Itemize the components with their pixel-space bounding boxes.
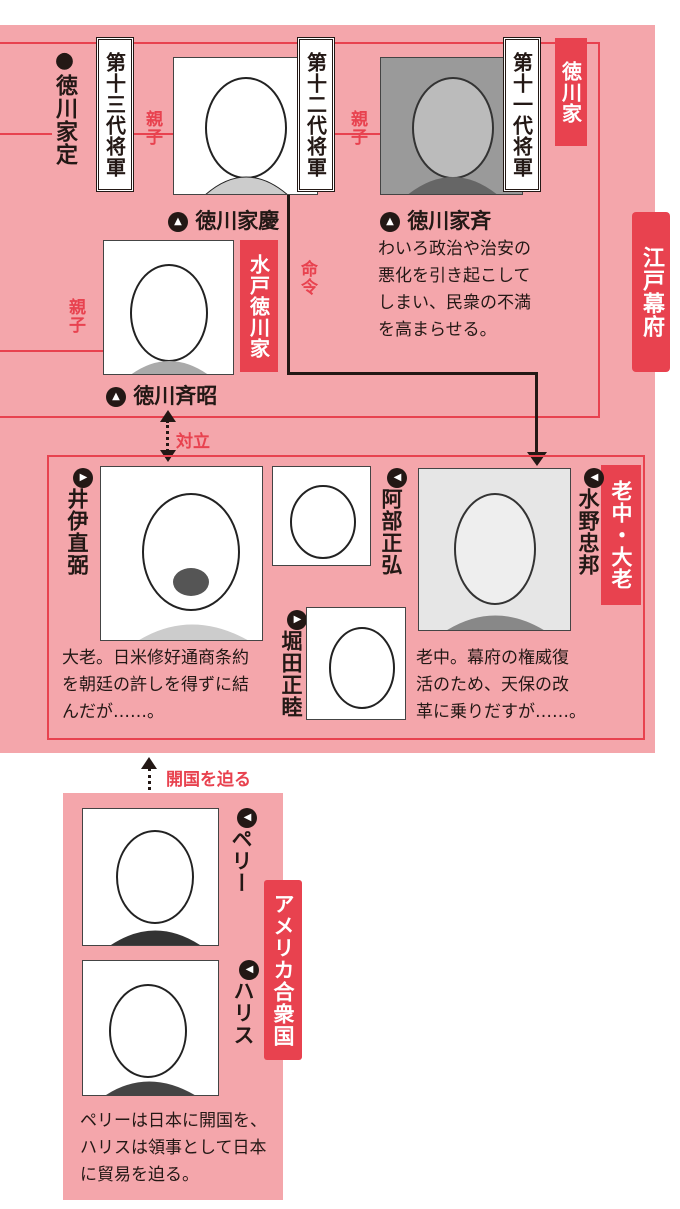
nariaki-portrait [103, 240, 234, 375]
perry-name: ◀ペリー [226, 808, 257, 894]
usa-description: ペリーは日本に開国を、 ハリスは領事として日本 に貿易を迫る。 [80, 1111, 267, 1185]
pressure-line [148, 768, 151, 808]
triangle-up-icon: ▲ [380, 212, 400, 232]
triangle-left-icon: ◀ [239, 960, 259, 980]
mizuno-tadakuni-name: ◀水野忠邦 [573, 468, 604, 576]
portrait-face-icon [111, 830, 200, 945]
portrait-face-icon [408, 77, 497, 194]
parent-child-line-4 [0, 350, 104, 352]
ienari-description: わいろ政治や治安の 悪化を引き起こして しまい、民衆の不満 を高まらせる。 [378, 239, 531, 340]
abe-masahiro-portrait [272, 466, 371, 566]
roju-tairo-label: 老中・大老 [601, 465, 641, 605]
hotta-masayoshi-portrait [306, 607, 406, 720]
perry-portrait [82, 808, 219, 946]
shogun-iesada-name: ●徳川家定 [52, 48, 77, 166]
ieyoshi-portrait [173, 57, 318, 195]
harris-name: ◀ハリス [228, 960, 259, 1046]
triangle-left-icon: ◀ [387, 468, 407, 488]
portrait-face-icon [130, 264, 208, 374]
family-line-right [598, 42, 600, 417]
ii-naosuke-name: ▶井伊直弼 [62, 468, 93, 576]
parent-child-label: 親子 [142, 110, 162, 146]
parent-child-label: 親子 [347, 110, 367, 146]
nariaki-name: ▲ 徳川斉昭 [106, 380, 217, 410]
triangle-right-icon: ▶ [287, 610, 307, 630]
triangle-up-icon: ▲ [106, 387, 126, 407]
shogun-11-rank: 第十一代将軍 [503, 37, 541, 192]
command-line-horizontal [287, 372, 538, 375]
command-label: 命令 [297, 260, 317, 296]
triangle-right-icon: ▶ [73, 468, 93, 488]
parent-child-line-2 [134, 133, 174, 135]
portrait-face-icon [447, 493, 544, 630]
tokugawa-family-label: 徳川家 [555, 38, 587, 146]
ieyoshi-name: ▲ 徳川家慶 [168, 205, 279, 235]
edo-shogunate-label: 江戸幕府 [632, 212, 670, 372]
portrait-face-icon [290, 485, 356, 559]
mito-tokugawa-label: 水戸徳川家 [240, 240, 278, 372]
triangle-up-icon: ▲ [168, 212, 188, 232]
parent-child-line-3 [334, 133, 380, 135]
usa-label: アメリカ合衆国 [264, 880, 302, 1060]
command-line-vertical [287, 195, 290, 375]
conflict-label: 対立 [176, 432, 210, 452]
ii-naosuke-description: 大老。日米修好通商条約 を朝廷の許しを得ずに結 んだが……。 [62, 648, 249, 722]
ienari-portrait [380, 57, 523, 195]
hotta-masayoshi-name: ▶堀田正睦 [276, 610, 307, 718]
mizuno-tadakuni-portrait [418, 468, 571, 631]
portrait-face-icon [329, 627, 395, 709]
triangle-left-icon: ◀ [237, 808, 257, 828]
portrait-face-icon [106, 984, 195, 1095]
command-line-down [535, 372, 538, 454]
conflict-line [166, 420, 169, 452]
portrait-face-icon [205, 77, 288, 194]
shogun-13-rank: 第十三代将軍 [96, 37, 134, 192]
parent-child-label: 親子 [65, 298, 85, 334]
harris-portrait [82, 960, 219, 1096]
abe-masahiro-name: ◀阿部正弘 [376, 468, 407, 576]
family-line-bottom [0, 416, 600, 418]
mizuno-tadakuni-description: 老中。幕府の権威復 活のため、天保の改 革に乗りだすが……。 [416, 648, 586, 722]
ii-naosuke-portrait [100, 466, 263, 641]
arrow-up-icon [141, 757, 157, 769]
arrow-up-icon [160, 410, 176, 422]
parent-child-line-1 [0, 133, 52, 135]
roju-box [47, 455, 645, 740]
pressure-label: 開国を迫る [166, 770, 251, 790]
ienari-name: ▲ 徳川家斉 [380, 205, 491, 235]
triangle-left-icon: ◀ [584, 468, 604, 488]
shogun-12-rank: 第十二代将軍 [297, 37, 335, 192]
portrait-face-icon [139, 493, 248, 640]
